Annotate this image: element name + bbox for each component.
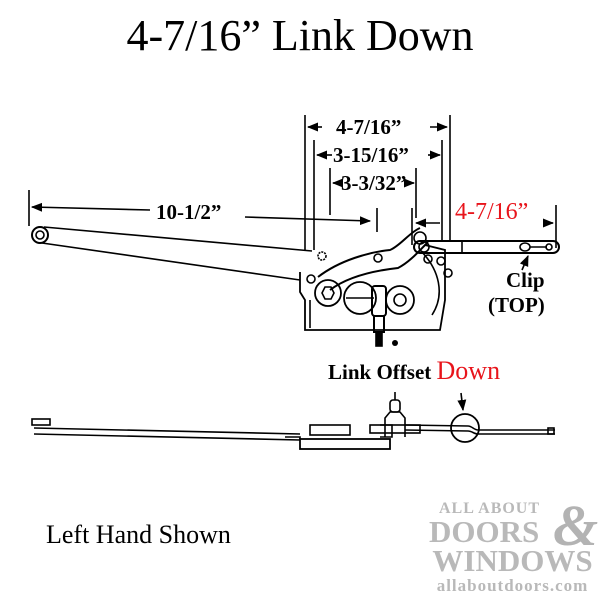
clip-top-label: (TOP) [488, 293, 545, 317]
logo-line-doors: DOORS [429, 514, 540, 549]
left-hand-note: Left Hand Shown [46, 520, 231, 549]
link-length-dimension: 4-7/16” [455, 199, 529, 225]
logo-line-windows: WINDOWS [432, 543, 593, 578]
clip-label: Clip [506, 268, 545, 292]
link-offset-direction: Down [436, 356, 501, 385]
arm-length-dimension: 10-1/2” [156, 200, 222, 224]
overall-width-dimension: 4-7/16” [336, 115, 402, 139]
logo-ampersand: & [553, 493, 599, 558]
logo-url: allaboutdoors.com [436, 576, 589, 595]
brand-logo: & ALL ABOUT DOORS WINDOWS allaboutdoors.… [425, 493, 600, 596]
diagram-title: 4-7/16” Link Down [126, 11, 474, 60]
link-offset-label: Link Offset Down [328, 356, 500, 386]
mid-width-dimension: 3-15/16” [333, 143, 409, 167]
link-offset-text: Link Offset [328, 360, 432, 384]
logo-line-all-about: ALL ABOUT [439, 500, 541, 517]
inner-width-dimension: 3-3/32” [341, 171, 407, 195]
